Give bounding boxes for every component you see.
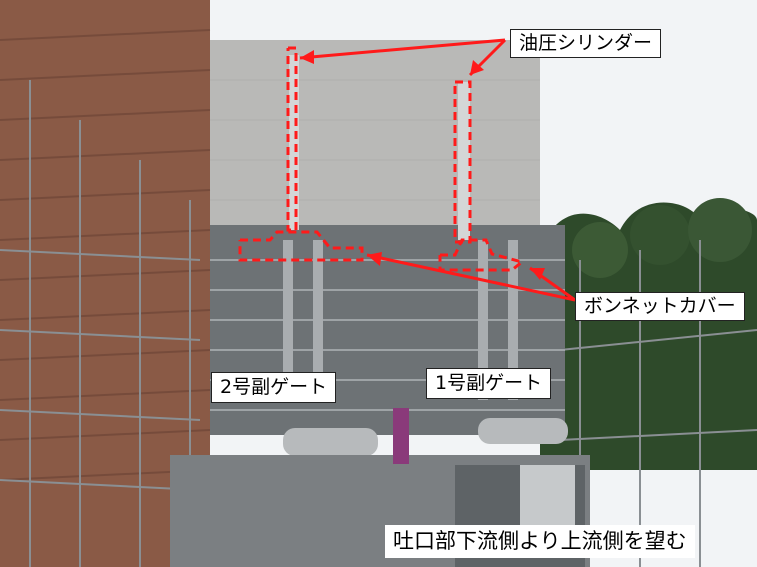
cylinder-1 (458, 82, 470, 240)
bonnet-cover-label: ボンネットカバー (575, 292, 745, 321)
cylinder-2 (289, 55, 299, 230)
gate-1-label: 1号副ゲート (426, 368, 552, 399)
banner (393, 408, 409, 464)
manifold-right (478, 418, 568, 444)
gate-2-label: 2号副ゲート (211, 372, 337, 403)
hydraulic-cylinder-outline-2 (286, 46, 298, 232)
hydraulic-cylinder-outline-1 (453, 80, 472, 244)
hydraulic-cylinder-label: 油圧シリンダー (510, 29, 662, 58)
caption: 吐口部下流側より上流側を望む (385, 525, 695, 558)
bonnet-cover-outline-2 (238, 230, 364, 262)
bonnet-cover-outline-1 (438, 238, 526, 272)
arrowheads (300, 50, 545, 280)
manifold-left (283, 428, 378, 456)
pipes (283, 240, 518, 400)
